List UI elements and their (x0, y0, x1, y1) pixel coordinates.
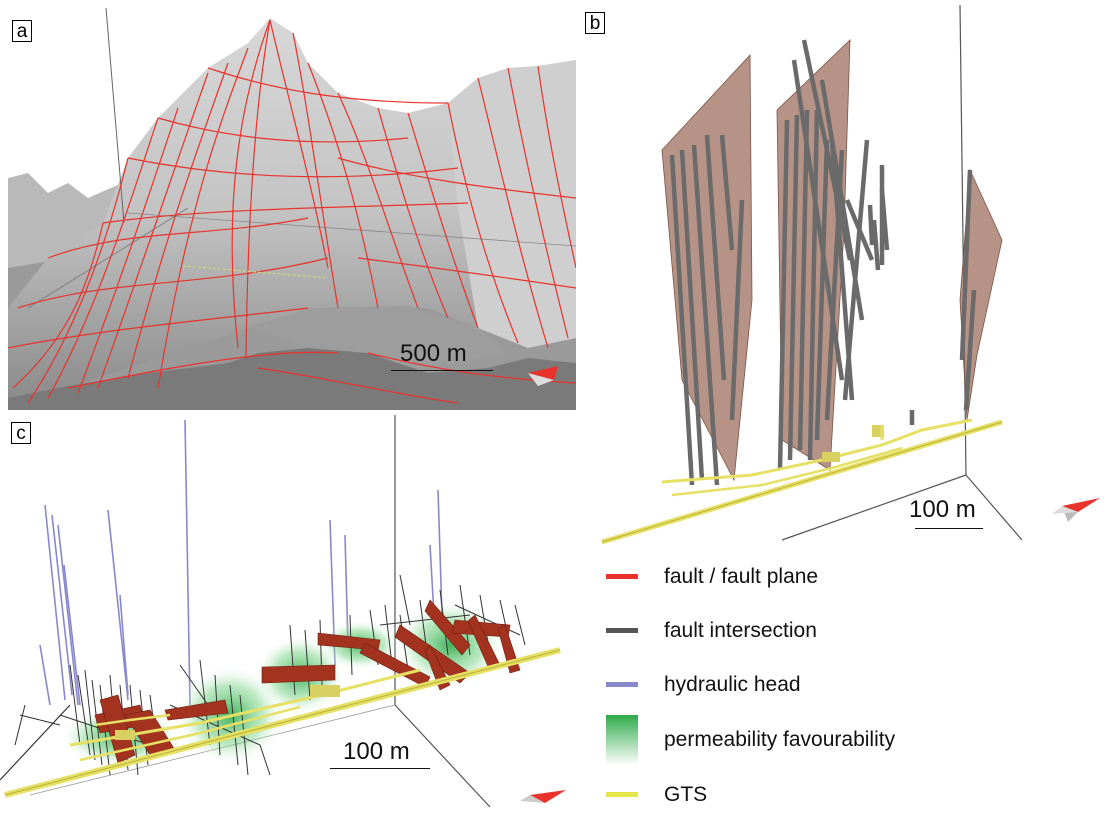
scale-bar-c (330, 768, 430, 769)
terrain-mountain (8, 18, 576, 398)
legend-item-gts: GTS (598, 775, 1108, 815)
gts-tunnel-b (601, 418, 1003, 545)
legend-label-hydraulic-head: hydraulic head (664, 673, 801, 696)
fault-traces (8, 19, 576, 404)
fault-intersections (669, 39, 977, 486)
north-arrow-icon (530, 790, 566, 803)
scale-bar-a (391, 370, 493, 371)
fault-planes-c (94, 599, 521, 764)
terrain-right-ridge (448, 60, 576, 348)
panel-a: a 500 m (8, 8, 576, 410)
scale-label-c: 100 m (343, 738, 410, 765)
legend-swatch-fault (606, 574, 638, 579)
terrain-valley (253, 306, 508, 368)
legend-swatch-hydraulic-head (606, 682, 638, 687)
panel-c: c 100 m (0, 415, 596, 807)
legend-item-hydraulic-head: hydraulic head (598, 665, 1108, 705)
gts-tunnel-c (4, 647, 561, 798)
north-arrow-icon (1062, 498, 1100, 512)
legend-label-gts: GTS (664, 783, 708, 806)
panel-label-a: a (12, 20, 32, 42)
legend-swatch-permeability (606, 715, 638, 765)
panel-b-fault-view (582, 0, 1118, 550)
panel-label-b: b (585, 12, 605, 34)
scale-bar-b (915, 528, 983, 529)
panel-label-c: c (11, 422, 31, 444)
panel-c-model-view (0, 415, 596, 807)
legend-label-fault: fault / fault plane (664, 565, 819, 588)
scale-label-b: 100 m (909, 496, 976, 523)
legend-item-permeability: permeability favourability (598, 713, 1108, 767)
terrain-foreground (8, 348, 576, 410)
scale-label-a: 500 m (400, 340, 467, 367)
legend-item-fault: fault / fault plane (598, 557, 1108, 597)
panel-a-terrain-view (8, 8, 576, 410)
legend-swatch-intersection (606, 628, 638, 633)
legend-label-permeability: permeability favourability (664, 728, 896, 751)
north-arrow-icon (528, 366, 558, 380)
legend-label-intersection: fault intersection (664, 619, 817, 642)
legend-swatch-gts (606, 792, 638, 797)
legend: fault / fault plane fault intersection h… (598, 555, 1108, 807)
panel-b: b 100 m (582, 0, 1118, 550)
legend-item-intersection: fault intersection (598, 611, 1108, 651)
